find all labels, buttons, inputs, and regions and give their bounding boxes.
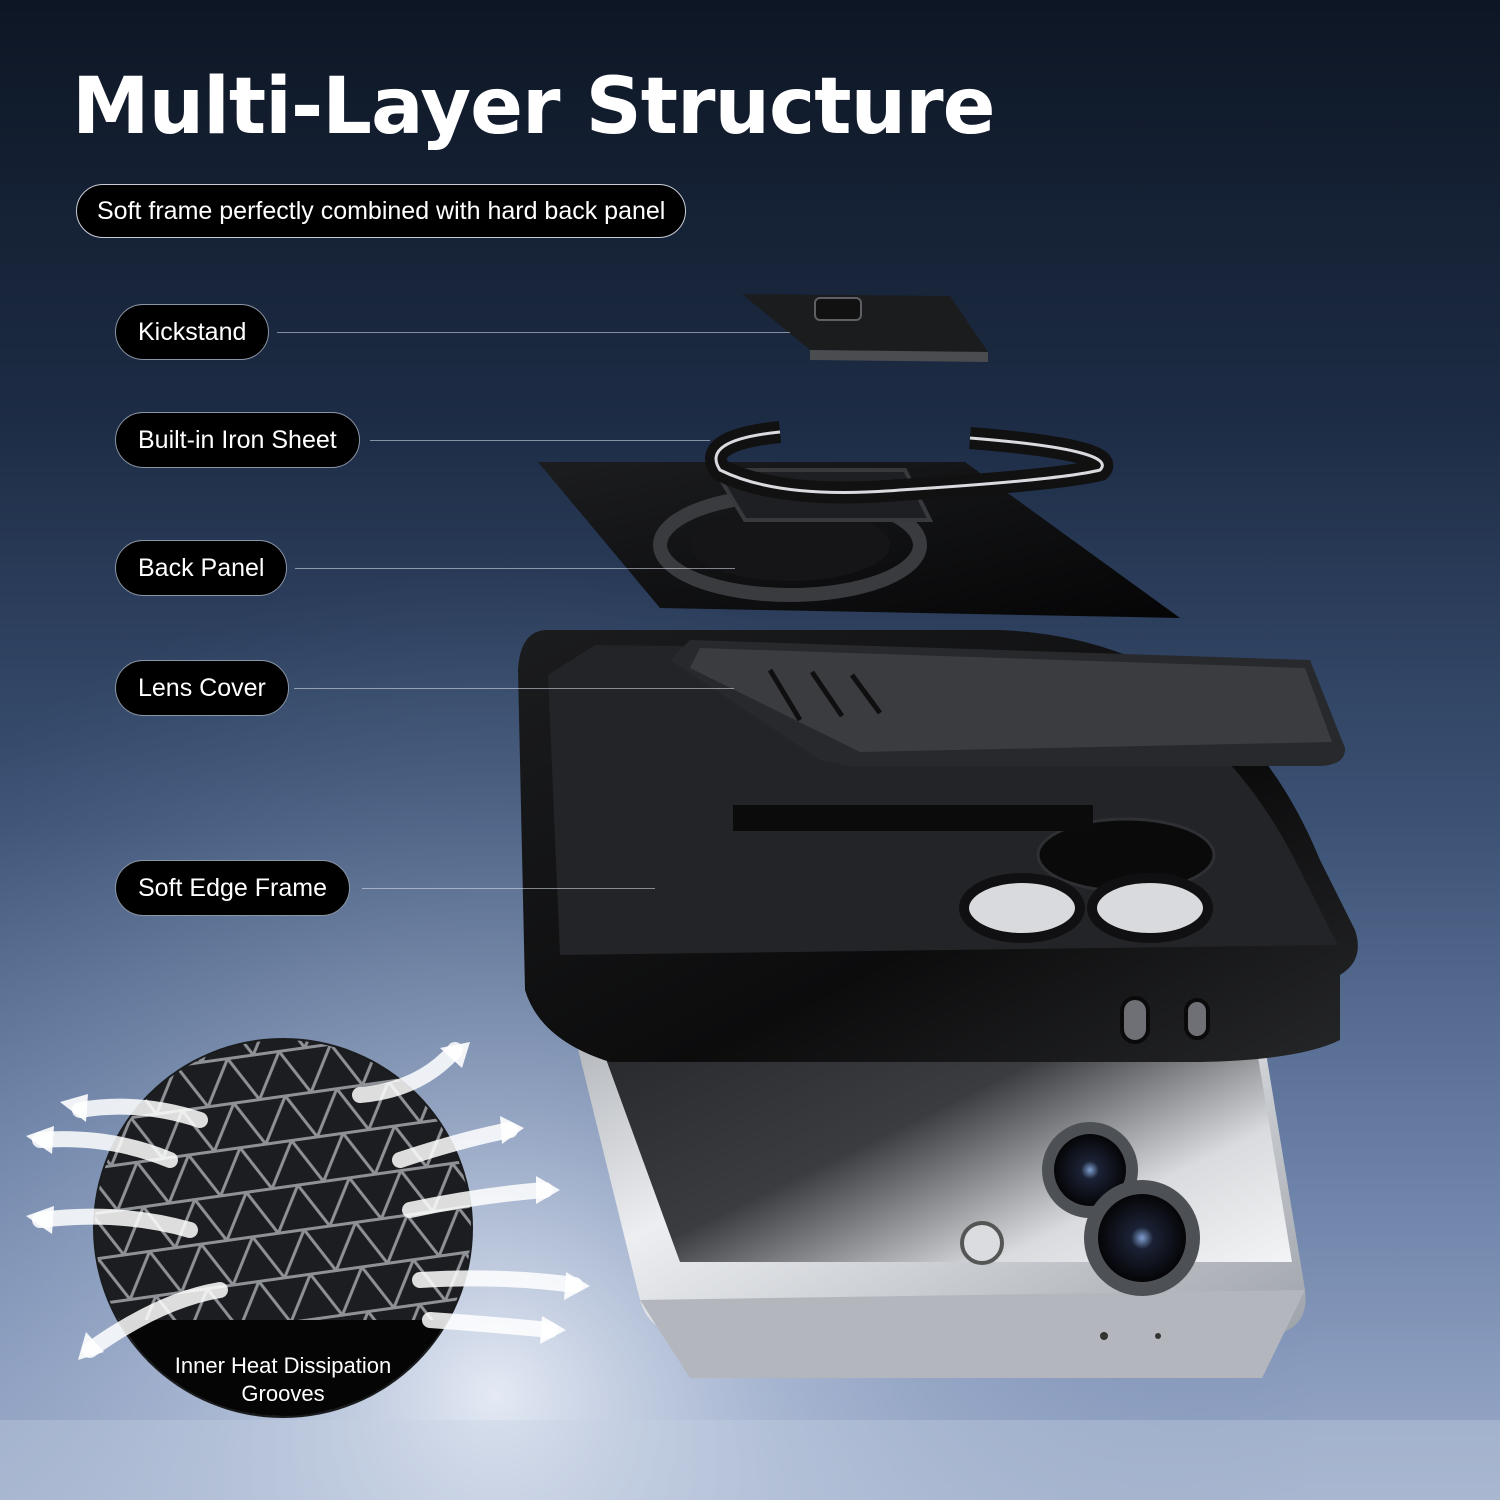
heat-dissipation-caption: Inner Heat Dissipation Grooves: [150, 1352, 416, 1408]
heat-caption-line2: Grooves: [241, 1381, 325, 1406]
callout-kickstand: Kickstand: [115, 304, 270, 360]
heat-dissipation-detail: [26, 1038, 590, 1418]
leader-line-iron-sheet: [370, 440, 710, 441]
subtitle-pill: Soft frame perfectly combined with hard …: [76, 184, 687, 238]
heat-caption-line1: Inner Heat Dissipation: [174, 1353, 392, 1378]
leader-line-back-panel: [295, 568, 735, 569]
callout-back-panel: Back Panel: [115, 540, 288, 596]
leader-line-soft-edge-frame: [362, 888, 655, 889]
callout-soft-edge-frame: Soft Edge Frame: [115, 860, 350, 916]
camera-lens-icon: [1054, 1134, 1126, 1206]
page-title: Multi-Layer Structure: [72, 62, 995, 152]
leader-line-kickstand: [277, 332, 790, 333]
callout-iron-sheet: Built-in Iron Sheet: [115, 412, 360, 468]
leader-line-lens-cover: [294, 688, 734, 689]
callout-lens-cover: Lens Cover: [115, 660, 289, 716]
camera-lens-icon: [1098, 1194, 1186, 1282]
lens-cover-part: [670, 640, 1346, 766]
flash-icon: [960, 1221, 1004, 1265]
kickstand-part: [742, 294, 988, 362]
airflow-arrows: [32, 1042, 583, 1358]
iron-sheet-ring-part: [705, 421, 1114, 504]
